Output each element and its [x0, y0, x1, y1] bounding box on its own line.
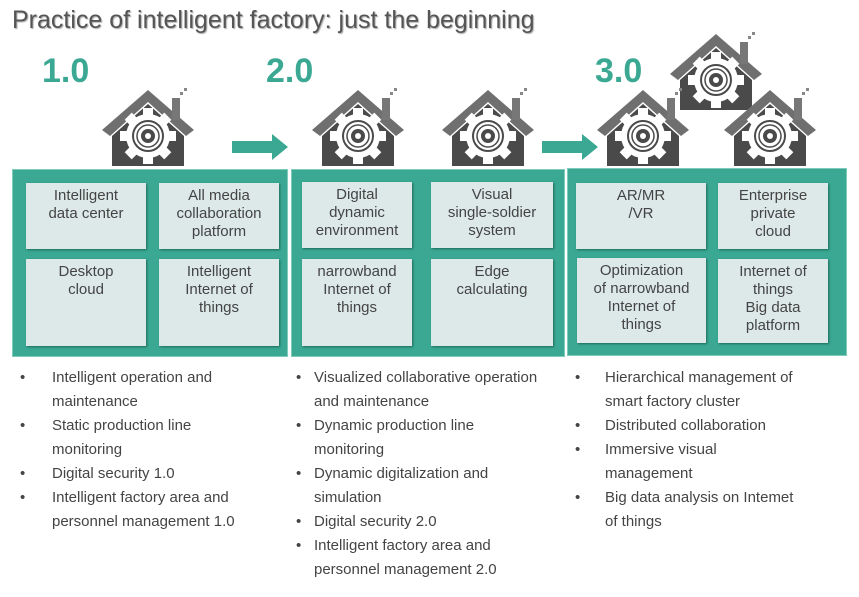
bullet-item: Intelligent factory area and personnel m…: [20, 486, 290, 534]
stage-1-panel: Intelligent data center All media collab…: [12, 169, 288, 357]
arrow-right-icon: [232, 134, 288, 160]
tile: AR/MR /VR: [576, 183, 706, 249]
stage-3-panel: AR/MR /VR Enterprise private cloud Optim…: [567, 168, 847, 356]
factory-house-icon: [311, 87, 405, 166]
version-2-label: 2.0: [266, 52, 314, 90]
factory-house-icon: [441, 87, 535, 166]
tile: Enterprise private cloud: [718, 183, 828, 249]
stage-2-bullets: Visualized collaborative operation and m…: [296, 366, 586, 582]
factory-house-icon: [723, 87, 817, 166]
arrow-right-icon: [542, 134, 598, 160]
bullet-item: Intelligent factory area and personnel m…: [296, 534, 586, 582]
bullet-item: Big data analysis on Intemet of things: [575, 486, 855, 534]
tile: Edge calculating: [431, 259, 553, 346]
tile: Desktop cloud: [26, 259, 146, 346]
tile: Visual single-soldier system: [431, 182, 553, 248]
tile: Intelligent Internet of things: [159, 259, 279, 346]
stage-1-bullets: Intelligent operation and maintenance St…: [20, 366, 290, 534]
stage-2-panel: Digital dynamic environment Visual singl…: [291, 169, 565, 357]
page-title: Practice of intelligent factory: just th…: [12, 6, 535, 34]
factory-house-icon: [596, 87, 690, 166]
bullet-item: Hierarchical management of smart factory…: [575, 366, 855, 414]
tile: Intelligent data center: [26, 183, 146, 249]
tile: All media collaboration platform: [159, 183, 279, 249]
tile: Digital dynamic environment: [302, 182, 412, 248]
bullet-item: Digital security 2.0: [296, 510, 586, 534]
bullet-item: Visualized collaborative operation and m…: [296, 366, 586, 414]
bullet-item: Immersive visual management: [575, 438, 855, 486]
bullet-item: Digital security 1.0: [20, 462, 290, 486]
tile: Internet of things Big data platform: [718, 259, 828, 343]
factory-house-icon: [101, 87, 195, 166]
bullet-item: Dynamic production line monitoring: [296, 414, 586, 462]
bullet-item: Dynamic digitalization and simulation: [296, 462, 586, 510]
version-3-label: 3.0: [595, 52, 643, 90]
tile: Optimization of narrowband Internet of t…: [577, 258, 706, 343]
bullet-item: Distributed collaboration: [575, 414, 855, 438]
stage-3-bullets: Hierarchical management of smart factory…: [575, 366, 855, 534]
version-1-label: 1.0: [42, 52, 90, 90]
tile: narrowband Internet of things: [302, 259, 412, 346]
bullet-item: Static production line monitoring: [20, 414, 290, 462]
bullet-item: Intelligent operation and maintenance: [20, 366, 290, 414]
